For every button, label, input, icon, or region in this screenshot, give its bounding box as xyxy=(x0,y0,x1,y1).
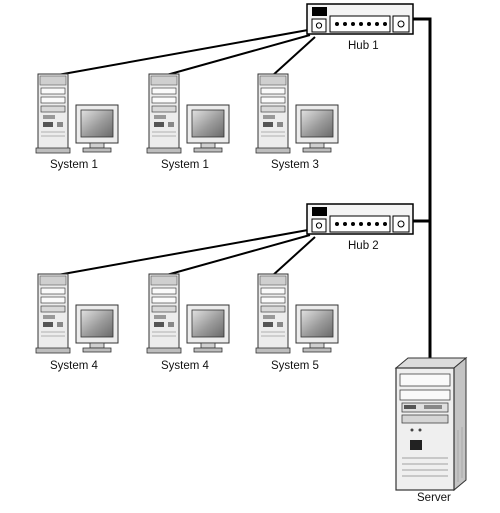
cable-hub2-system-5 xyxy=(271,236,316,277)
cable-hub1-system-3 xyxy=(271,36,316,77)
system-label: System 3 xyxy=(271,159,319,171)
cable-hub2-system-4b xyxy=(162,234,311,277)
workstation-icon xyxy=(35,273,119,354)
system-node: System 1 xyxy=(35,73,119,171)
cable-hub2-system-4a xyxy=(51,229,309,277)
system-label: System 4 xyxy=(161,360,210,372)
system-node: System 4 xyxy=(35,273,119,372)
server-icon xyxy=(394,356,468,492)
workstation-icon xyxy=(255,273,339,354)
system-node: System 1 xyxy=(146,73,230,171)
workstation-icon xyxy=(146,73,230,154)
cable-hub1-system-1b xyxy=(162,34,311,77)
workstation-icon xyxy=(35,73,119,154)
server-node: Server xyxy=(394,356,468,504)
hub-1-label: Hub 1 xyxy=(348,40,379,52)
hub-1: Hub 1 xyxy=(306,3,414,52)
workstation-icon xyxy=(255,73,339,154)
hub-2-label: Hub 2 xyxy=(348,240,379,252)
hub-2: Hub 2 xyxy=(306,203,414,252)
system-node: System 3 xyxy=(255,73,339,171)
system-node: System 5 xyxy=(255,273,339,372)
workstation-icon xyxy=(146,273,230,354)
backbone-cable xyxy=(413,17,432,362)
system-label: System 4 xyxy=(50,360,99,372)
server-label: Server xyxy=(417,492,451,504)
system-label: System 1 xyxy=(50,159,98,171)
system-node: System 4 xyxy=(146,273,230,372)
cable-hub1-system-1a xyxy=(51,29,309,77)
system-label: System 5 xyxy=(271,360,319,372)
system-label: System 1 xyxy=(161,159,209,171)
hub-icon xyxy=(306,203,414,235)
hub-icon xyxy=(306,3,414,35)
